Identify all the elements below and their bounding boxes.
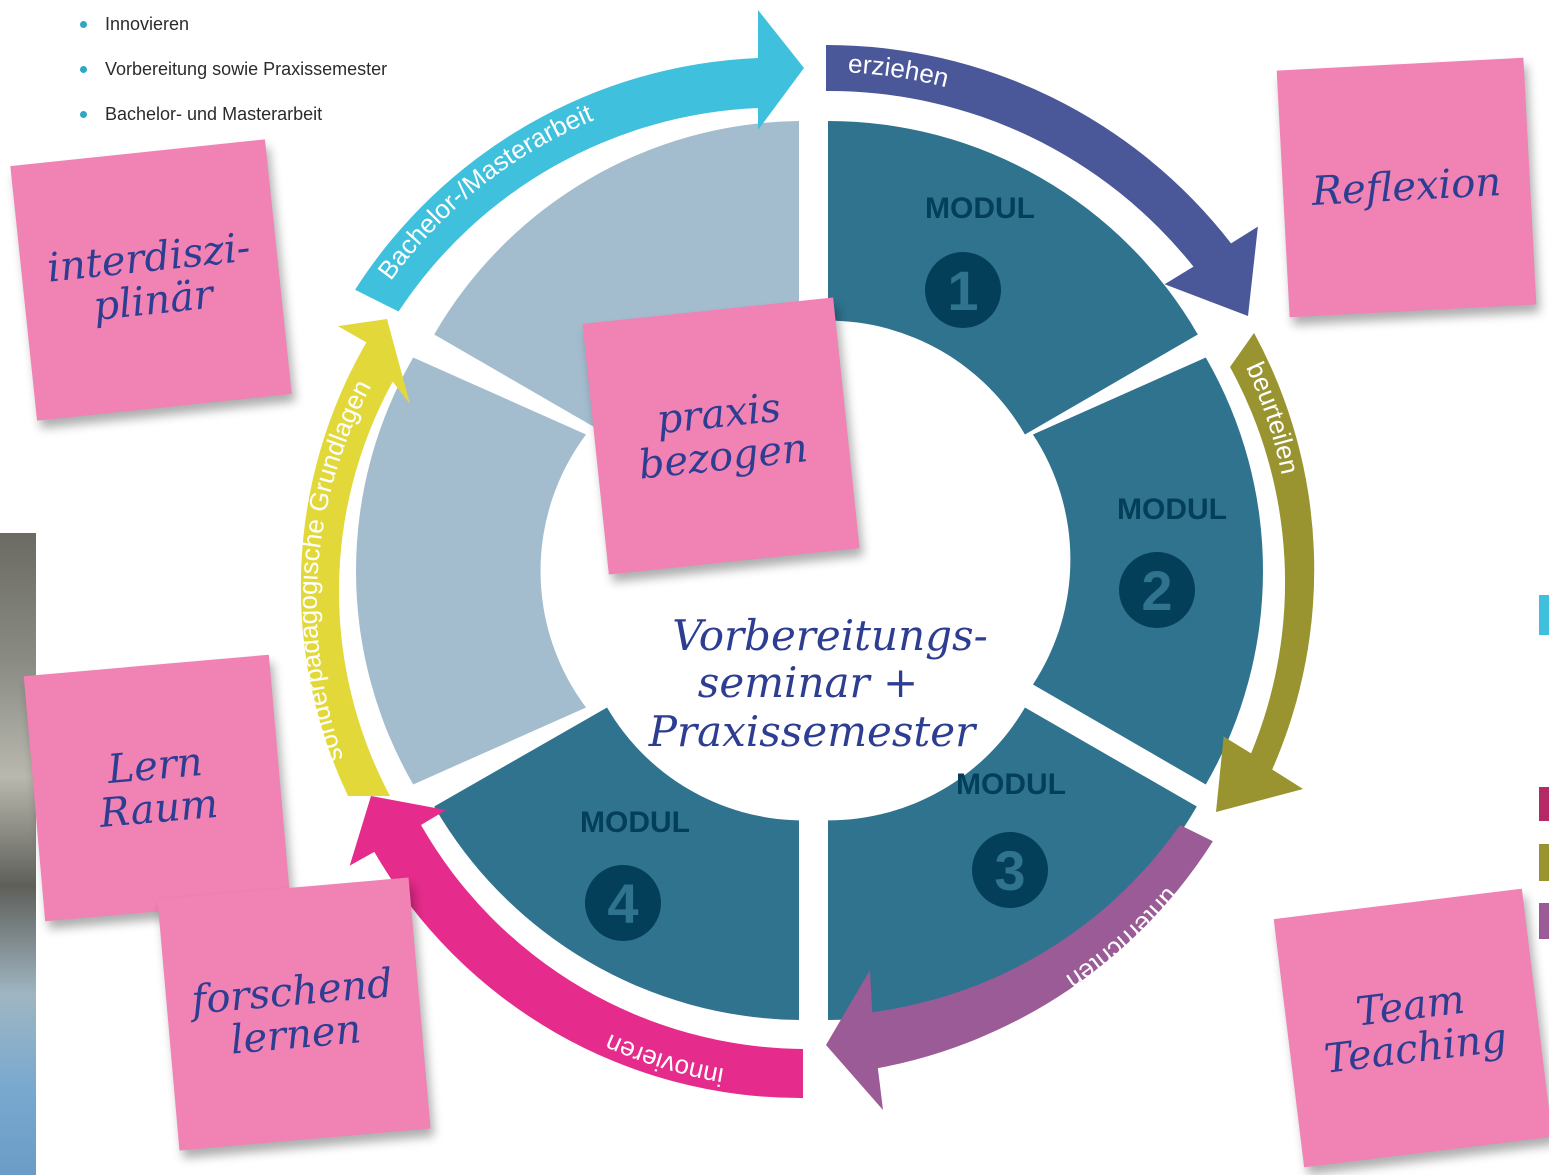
sector-abschluss [434, 121, 799, 435]
right-edge-mark-purple [1539, 903, 1549, 939]
module-2-label: MODUL [1117, 493, 1227, 526]
arrow-innovieren [349, 796, 803, 1099]
center-title-line-2: seminar + [698, 658, 918, 707]
module-4-label: MODUL [580, 806, 690, 839]
right-edge-mark-olive [1539, 844, 1549, 881]
center-title: Vorbereitungs- seminar + Praxissemester [648, 611, 988, 756]
classroom-photo [0, 533, 36, 1175]
sticky-note-teamteaching-text: Team Teaching [1321, 976, 1510, 1083]
module-3-badge [972, 832, 1048, 908]
sticky-note-interdisziplinaer-text: interdiszi- plinär [44, 224, 253, 331]
bullet-list: Innovieren Vorbereitung sowie Praxisseme… [78, 2, 387, 137]
sticky-note-reflexion-text: Reflexion [1310, 158, 1503, 215]
sector-module-4 [434, 707, 799, 1020]
module-badges [585, 252, 1195, 941]
arrow-erziehen [826, 44, 1258, 317]
sticky-note-reflexion: Reflexion [1276, 57, 1537, 318]
module-2-badge [1119, 552, 1195, 628]
module-labels: MODUL MODUL MODUL MODUL [580, 192, 1227, 839]
arrow-abschluss [355, 10, 804, 312]
cycle-arrows [300, 10, 1315, 1110]
right-edge-mark-blue [1539, 595, 1549, 635]
bullet-item-praxissemester: Vorbereitung sowie Praxissemester [78, 47, 387, 92]
module-1-badge [925, 252, 1001, 328]
center-title-line-1: Vorbereitungs- [672, 611, 988, 660]
sticky-note-forschendlernen-text: forschend lernen [189, 960, 395, 1064]
module-1-label: MODUL [925, 192, 1035, 225]
sticky-note-lernraum: Lern Raum [23, 654, 291, 922]
module-3-label: MODUL [956, 768, 1066, 801]
arrow-grundlagen [300, 319, 410, 796]
sticky-note-praxisbezogen: praxis bezogen [582, 297, 860, 575]
sector-module-1 [828, 121, 1198, 435]
module-4-number: 4 [607, 872, 638, 935]
right-edge-mark-magenta [1539, 787, 1549, 821]
sector-grundlagen [356, 357, 587, 785]
module-3-number: 3 [994, 839, 1025, 902]
arrow-beurteilen [1216, 332, 1315, 812]
module-2-number: 2 [1141, 559, 1172, 622]
sticky-note-praxisbezogen-text: praxis bezogen [636, 384, 810, 489]
sticky-note-lernraum-text: Lern Raum [97, 738, 220, 838]
bullet-item-abschlussarbeit: Bachelor- und Masterarbeit [78, 92, 387, 137]
module-numbers: 1 2 3 4 [607, 259, 1172, 935]
sticky-note-teamteaching: Team Teaching [1273, 888, 1549, 1168]
arrow-unterrichten [826, 825, 1213, 1110]
module-1-number: 1 [947, 259, 978, 322]
arrow-label-beurteilen: beurteilen [1240, 357, 1305, 476]
sticky-note-interdisziplinaer: interdiszi- plinär [10, 139, 292, 421]
bullet-item-innovieren: Innovieren [78, 2, 387, 47]
center-title-line-3: Praxissemester [648, 707, 978, 756]
module-4-badge [585, 865, 661, 941]
sticky-note-forschendlernen: forschend lernen [157, 877, 431, 1151]
